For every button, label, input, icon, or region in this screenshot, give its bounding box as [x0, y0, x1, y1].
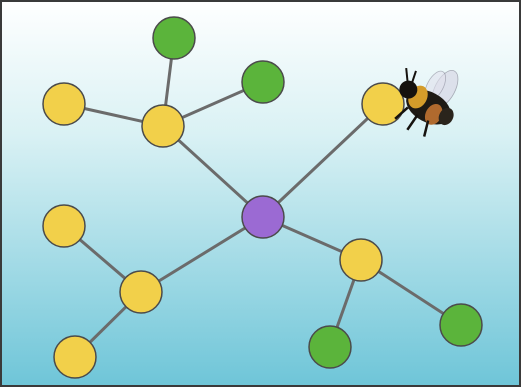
edge-center-hub-left: [140, 215, 264, 294]
node-right-green-1: [308, 325, 352, 369]
bumblebee-icon: [394, 67, 459, 137]
node-top-green-1: [152, 16, 196, 60]
node-right-green-2: [439, 303, 483, 347]
node-top-green-2: [241, 60, 285, 104]
node-left-top-yellow: [42, 82, 86, 126]
node-left-bottom-yellow: [53, 335, 97, 379]
node-top-right-yellow-bee: [361, 82, 405, 126]
node-hub-right: [339, 238, 383, 282]
node-hub-top: [141, 104, 185, 148]
edge-center-hub-top: [161, 124, 265, 219]
nodes-group: [42, 16, 483, 379]
node-left-mid-yellow: [42, 204, 86, 248]
edge-center-top-right-yellow-bee: [261, 102, 385, 219]
node-hub-left: [119, 270, 163, 314]
node-center: [241, 195, 285, 239]
